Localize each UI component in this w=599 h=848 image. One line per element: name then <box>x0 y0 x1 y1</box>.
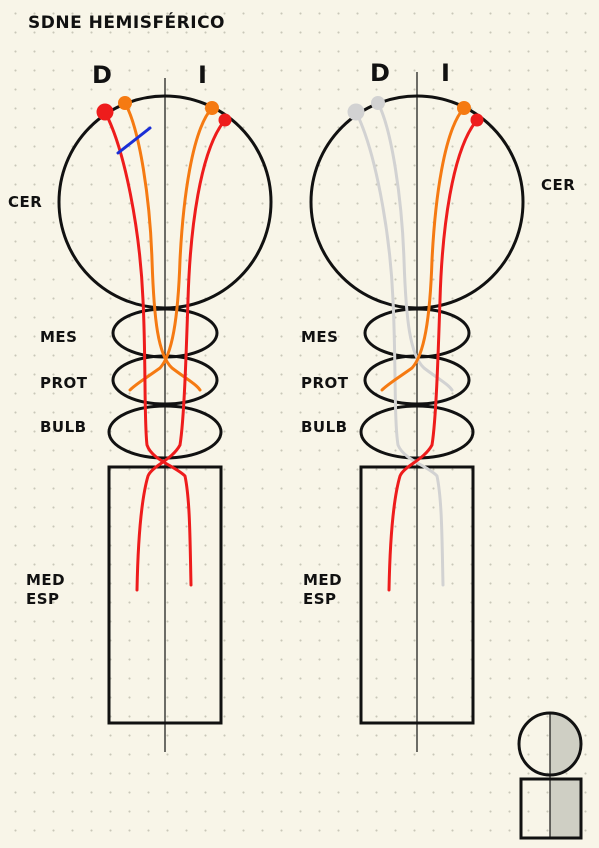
left-panel: D I CER MES PROT BULB MED ESP <box>8 61 273 752</box>
right-panel-cer-label: CER <box>541 176 575 194</box>
left-panel-esp-label: ESP <box>26 590 60 608</box>
right-panel: D I CER MES PROT BULB MED ESP <box>301 59 575 752</box>
left-panel-cer-label: CER <box>8 193 42 211</box>
legend-body-outline <box>519 777 583 840</box>
left-panel-mes-label: MES <box>40 328 77 346</box>
left-panel-orange-origin-left <box>205 101 219 115</box>
left-panel-medulla-ring <box>107 404 223 460</box>
right-panel-prot-label: PROT <box>301 374 349 392</box>
legend-head-shade <box>550 713 581 775</box>
left-panel-red-tract-right <box>103 110 193 587</box>
left-panel-bulb-label: BULB <box>40 418 87 436</box>
right-panel-orange-tract <box>380 106 466 392</box>
right-panel-grey-origin-1 <box>347 103 365 121</box>
left-panel-orange-tract-left <box>128 106 214 392</box>
right-panel-side-left: I <box>441 59 450 87</box>
right-panel-red-tract <box>387 118 479 592</box>
right-panel-bulb-label: BULB <box>301 418 348 436</box>
left-panel-orange-tract-right <box>123 101 202 392</box>
right-panel-med-label: MED <box>303 571 342 589</box>
left-panel-med-label: MED <box>26 571 65 589</box>
right-panel-spinal-cord-rect <box>359 465 475 725</box>
left-panel-prot-label: PROT <box>40 374 88 392</box>
right-panel-esp-label: ESP <box>303 590 337 608</box>
hemisphere-legend-icon <box>517 711 583 840</box>
page-title: SDNE HEMISFÉRICO <box>28 11 225 33</box>
right-panel-mes-label: MES <box>301 328 338 346</box>
right-panel-grey-origin-2 <box>371 96 385 110</box>
lesion-mark-icon <box>116 126 152 155</box>
left-panel-side-left: I <box>198 61 207 89</box>
left-panel-spinal-cord-rect <box>107 465 223 725</box>
right-panel-red-origin <box>470 113 484 127</box>
right-panel-grey-tract-1 <box>354 110 445 587</box>
right-panel-medulla-ring <box>359 404 475 460</box>
left-panel-side-right: D <box>92 61 112 89</box>
left-panel-red-origin-left <box>218 113 232 127</box>
left-panel-orange-origin-right <box>118 96 132 110</box>
right-panel-side-right: D <box>370 59 390 87</box>
legend-body-shade <box>550 779 581 838</box>
left-panel-red-origin-right <box>96 103 114 121</box>
left-panel-red-tract-left <box>135 118 227 592</box>
right-panel-orange-origin <box>457 101 471 115</box>
